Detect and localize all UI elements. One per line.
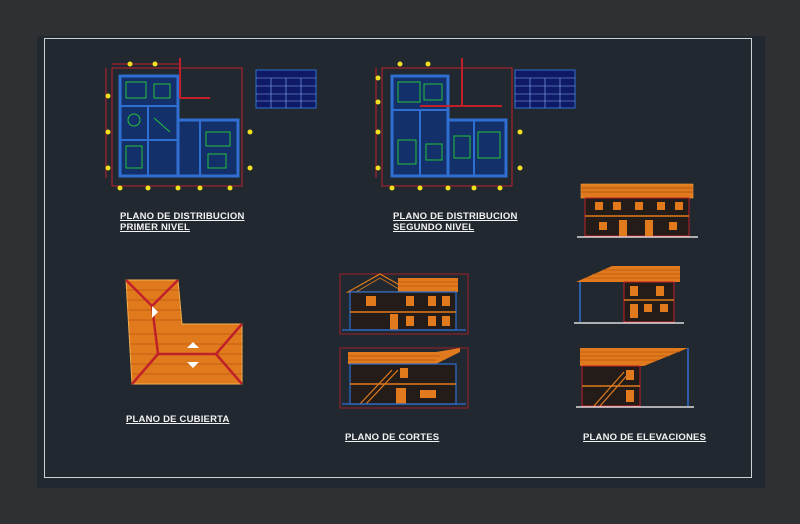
section-a xyxy=(339,273,469,335)
section-b xyxy=(339,347,469,409)
sheet-border xyxy=(44,38,752,478)
rear-elevation xyxy=(576,348,694,408)
roof-plan-title: PLANO DE CUBIERTA xyxy=(126,414,230,425)
second-floor-table xyxy=(514,69,576,109)
first-floor-table xyxy=(255,69,317,109)
first-floor-plan xyxy=(105,58,253,191)
front-elevation xyxy=(577,183,698,238)
side-elevation xyxy=(574,266,684,324)
roof-plan xyxy=(125,279,243,385)
second-floor-plan-title: PLANO DE DISTRIBUCION SEGUNDO NIVEL xyxy=(393,211,518,233)
first-floor-plan-title: PLANO DE DISTRIBUCION PRIMER NIVEL xyxy=(120,211,245,233)
sections-title: PLANO DE CORTES xyxy=(345,432,440,443)
elevations-title: PLANO DE ELEVACIONES xyxy=(583,432,707,443)
second-floor-plan xyxy=(375,58,523,191)
